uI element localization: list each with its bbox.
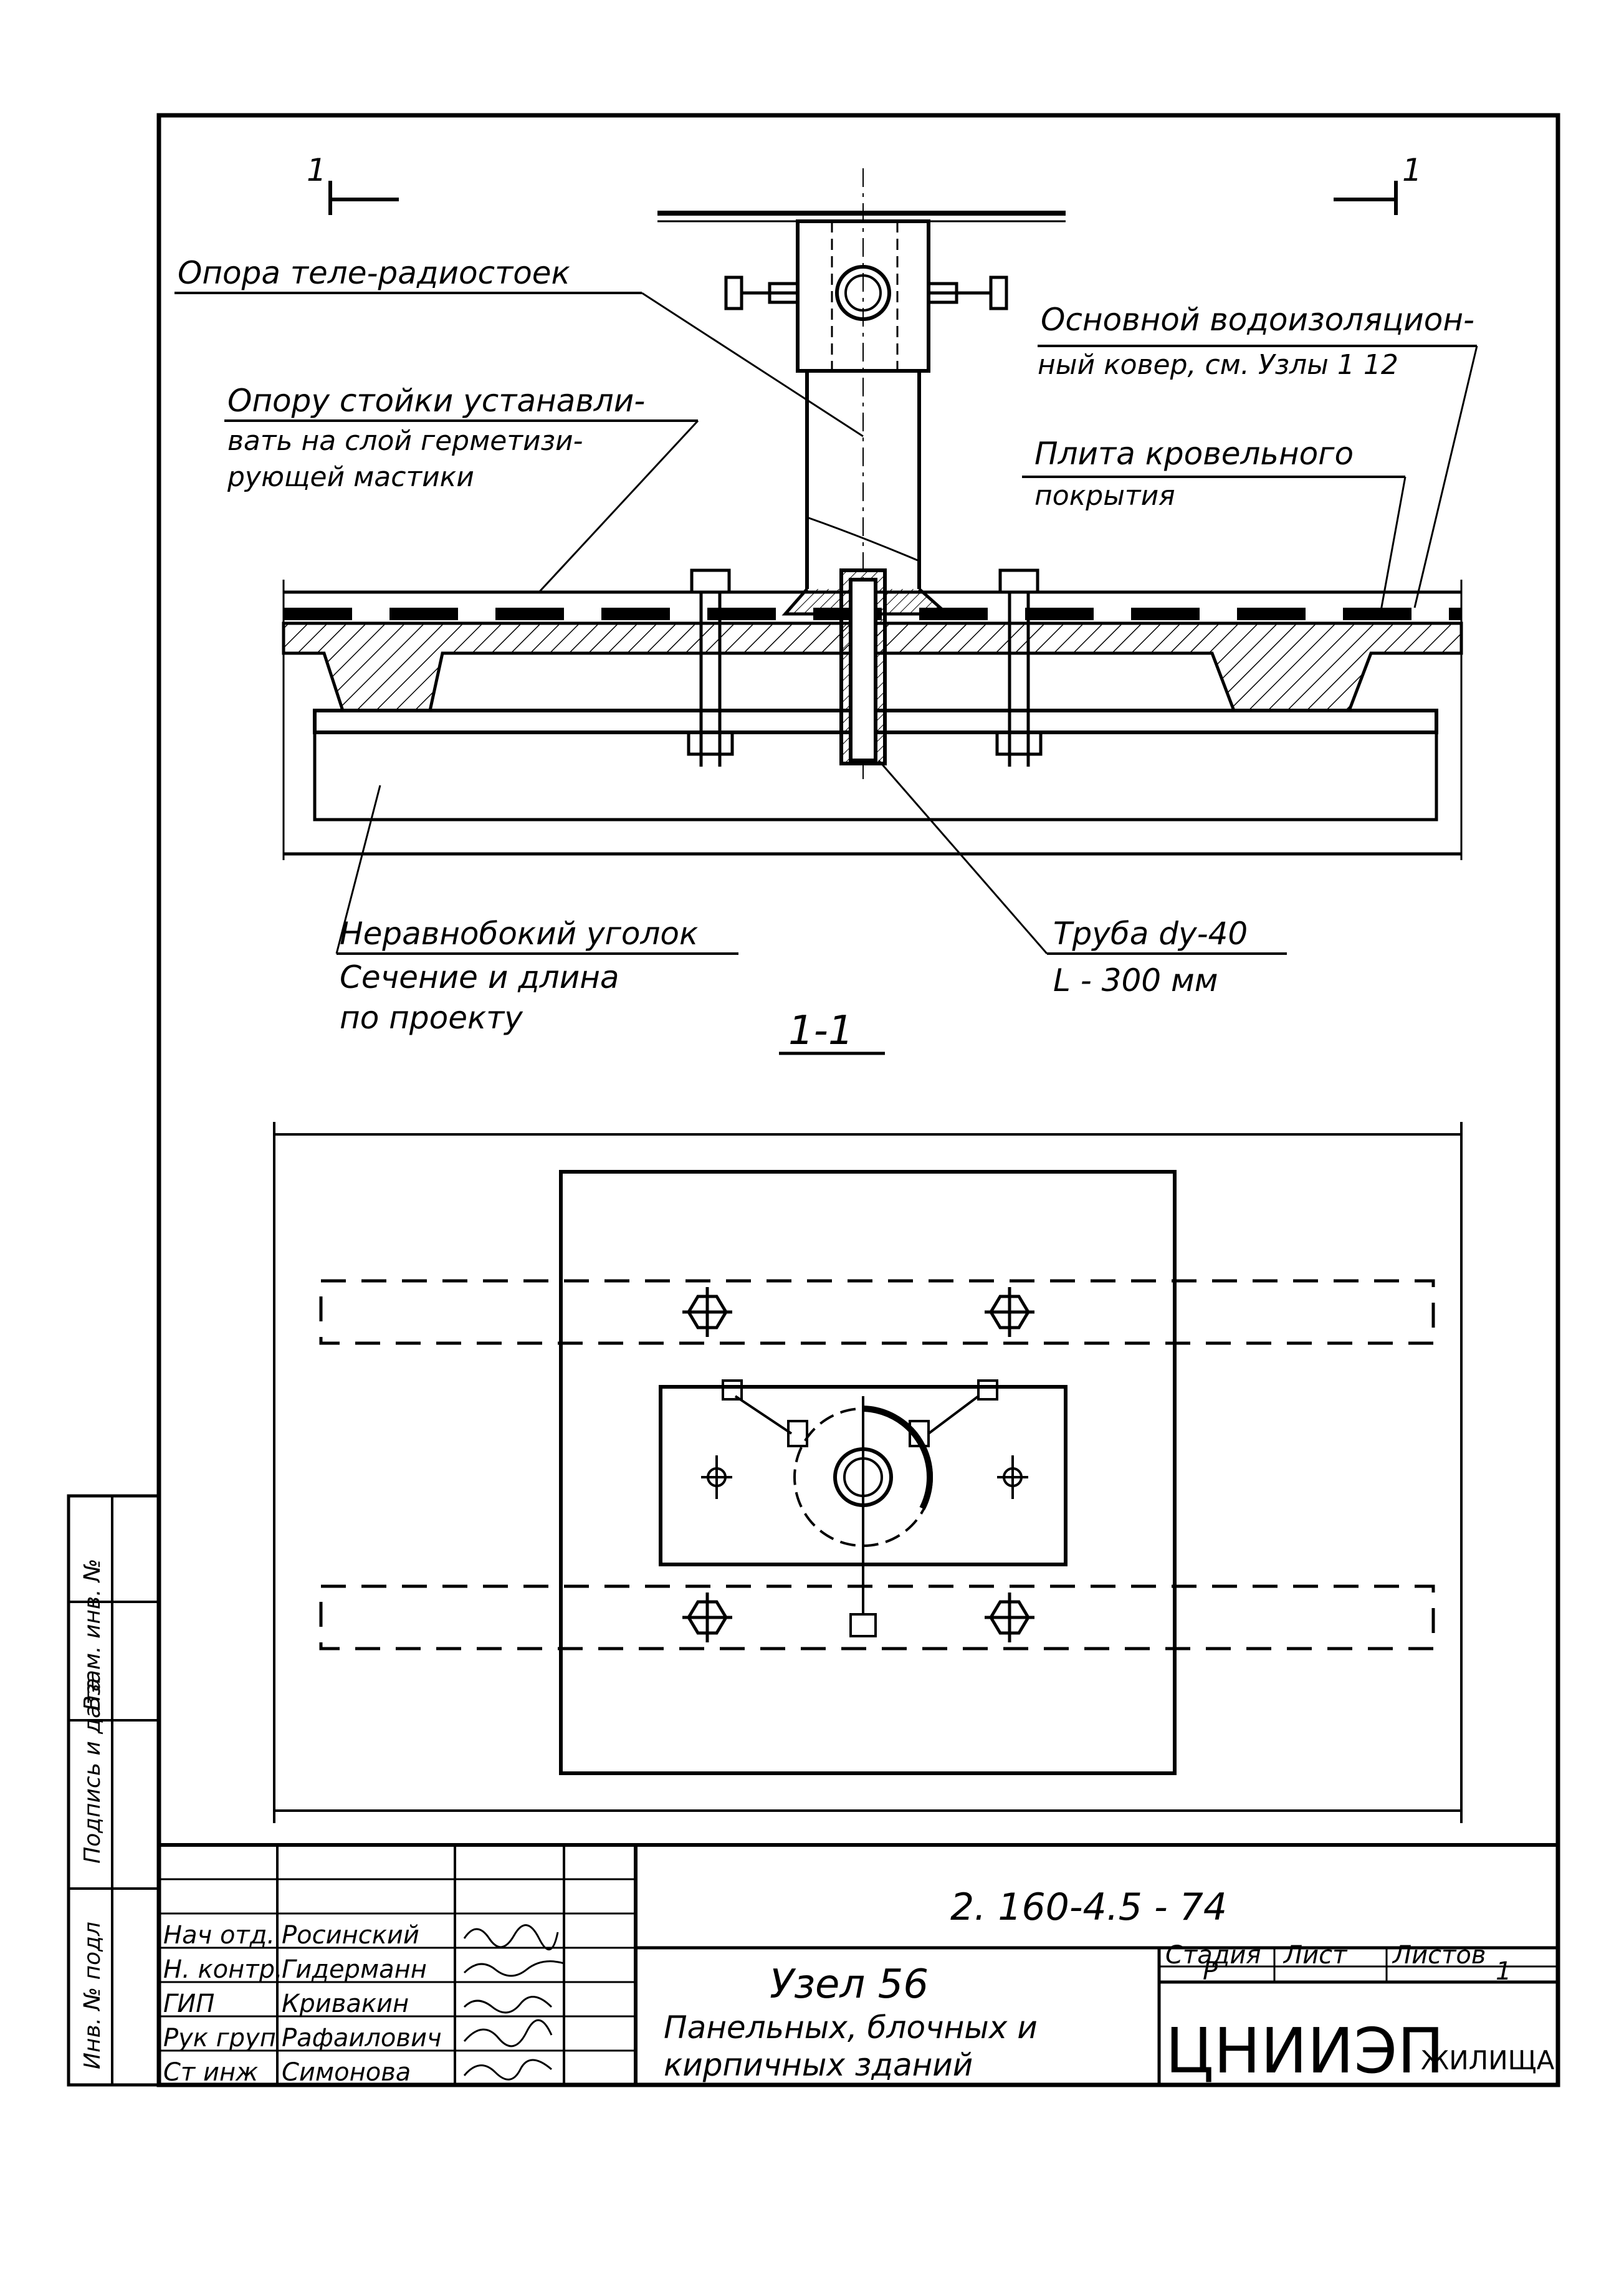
plan-screw-left bbox=[722, 1379, 808, 1447]
title-block bbox=[157, 1843, 1560, 2087]
label-carpet-1: Основной водоизоляцион- bbox=[1041, 302, 1474, 338]
stage-value: Р bbox=[1203, 1957, 1218, 1986]
bolt-left bbox=[687, 568, 734, 767]
label-pipe-1: Труба dу-40 bbox=[1053, 916, 1248, 952]
plate-hole-right bbox=[997, 1455, 1028, 1499]
section-title: 1-1 bbox=[788, 1008, 854, 1054]
label-mount-2: вать на слой герметизи- bbox=[227, 425, 583, 457]
label-mount-3: рующей мастики bbox=[227, 461, 474, 493]
title-line-3: кирпичных зданий bbox=[664, 2047, 973, 2083]
side-signature-date: Подпись и дата bbox=[80, 1678, 105, 1864]
hex-nut-2 bbox=[985, 1287, 1034, 1337]
label-angle-1: Неравнобокий уголок bbox=[340, 916, 698, 952]
section-mark-left bbox=[328, 181, 399, 215]
side-inv-no: Инв. № подл bbox=[80, 1922, 105, 2069]
staff-name-2: Кривакин bbox=[282, 1990, 409, 2018]
staff-role-3: Рук груп bbox=[163, 2024, 276, 2052]
label-slab-2: покрытия bbox=[1034, 480, 1175, 512]
org-suffix: ЖИЛИЩА bbox=[1421, 2045, 1555, 2076]
label-pipe-2: L - 300 мм bbox=[1053, 962, 1218, 999]
staff-role-2: ГИП bbox=[163, 1990, 214, 2018]
sheet-header: Лист bbox=[1282, 1941, 1348, 1970]
section-mark-left-label: 1 bbox=[307, 152, 327, 188]
hidden-angle-bottom bbox=[319, 1584, 1435, 1650]
label-slab-1: Плита кровельного bbox=[1034, 436, 1354, 472]
side-replace-inv: Взам. инв. № bbox=[80, 1559, 105, 1711]
wing-screw-right bbox=[927, 275, 1008, 310]
sheets-value: 1 bbox=[1496, 1957, 1511, 1986]
label-support: Опора теле-радиостоек bbox=[178, 255, 570, 291]
hex-nut-1 bbox=[682, 1287, 732, 1337]
staff-name-1: Гидерманн bbox=[282, 1955, 427, 1984]
label-carpet-2: ный ковер, см. Узлы 1 12 bbox=[1038, 349, 1398, 381]
plan-screw-bottom bbox=[849, 1546, 877, 1637]
side-stamp: Инв. № подл Подпись и дата Взам. инв. № bbox=[80, 1559, 105, 2069]
section-mark-right bbox=[1334, 181, 1398, 215]
pipe-dy40 bbox=[839, 568, 887, 765]
hex-nut-3 bbox=[682, 1593, 732, 1642]
base-plate bbox=[559, 1170, 1177, 1775]
title-block-text: 2. 160-4.5 - 74 Узел 56 Панельных, блочн… bbox=[163, 1885, 1555, 2087]
doc-code: 2. 160-4.5 - 74 bbox=[950, 1885, 1227, 1929]
bolt-right bbox=[995, 568, 1043, 767]
staff-role-4: Ст инж bbox=[163, 2058, 258, 2087]
sheets-header: Листов bbox=[1392, 1941, 1486, 1970]
plan-screw-right bbox=[909, 1379, 998, 1447]
label-angle-3: по проекту bbox=[340, 1000, 523, 1036]
section-mark-right-label: 1 bbox=[1402, 152, 1422, 188]
title-line-2: Панельных, блочных и bbox=[664, 2009, 1038, 2046]
section-labels: 1 1 Опора теле-радиостоек Опору стойки у… bbox=[178, 152, 1474, 1054]
stage-header: Стадия bbox=[1165, 1941, 1261, 1970]
wing-screw-left bbox=[724, 275, 800, 310]
node-title: Узел 56 bbox=[770, 1961, 929, 2008]
org-logo: ЦНИИЭП bbox=[1165, 2014, 1444, 2087]
label-mount-1: Опору стойки устанавли- bbox=[227, 383, 645, 419]
staff-name-3: Рафаилович bbox=[282, 2024, 442, 2052]
staff-name-4: Симонова bbox=[282, 2058, 411, 2087]
signatures bbox=[463, 1924, 565, 2081]
plate-hole-left bbox=[701, 1455, 732, 1499]
hidden-angle-top bbox=[319, 1279, 1435, 1345]
hex-nut-4 bbox=[985, 1593, 1034, 1642]
section-view bbox=[174, 168, 1478, 1055]
staff-role-1: Н. контр. bbox=[163, 1955, 283, 1984]
staff-name-0: Росинский bbox=[282, 1921, 419, 1950]
plan-view bbox=[273, 1122, 1463, 1823]
label-angle-2: Сечение и длина bbox=[340, 959, 619, 995]
staff-role-0: Нач отд. bbox=[163, 1921, 275, 1950]
